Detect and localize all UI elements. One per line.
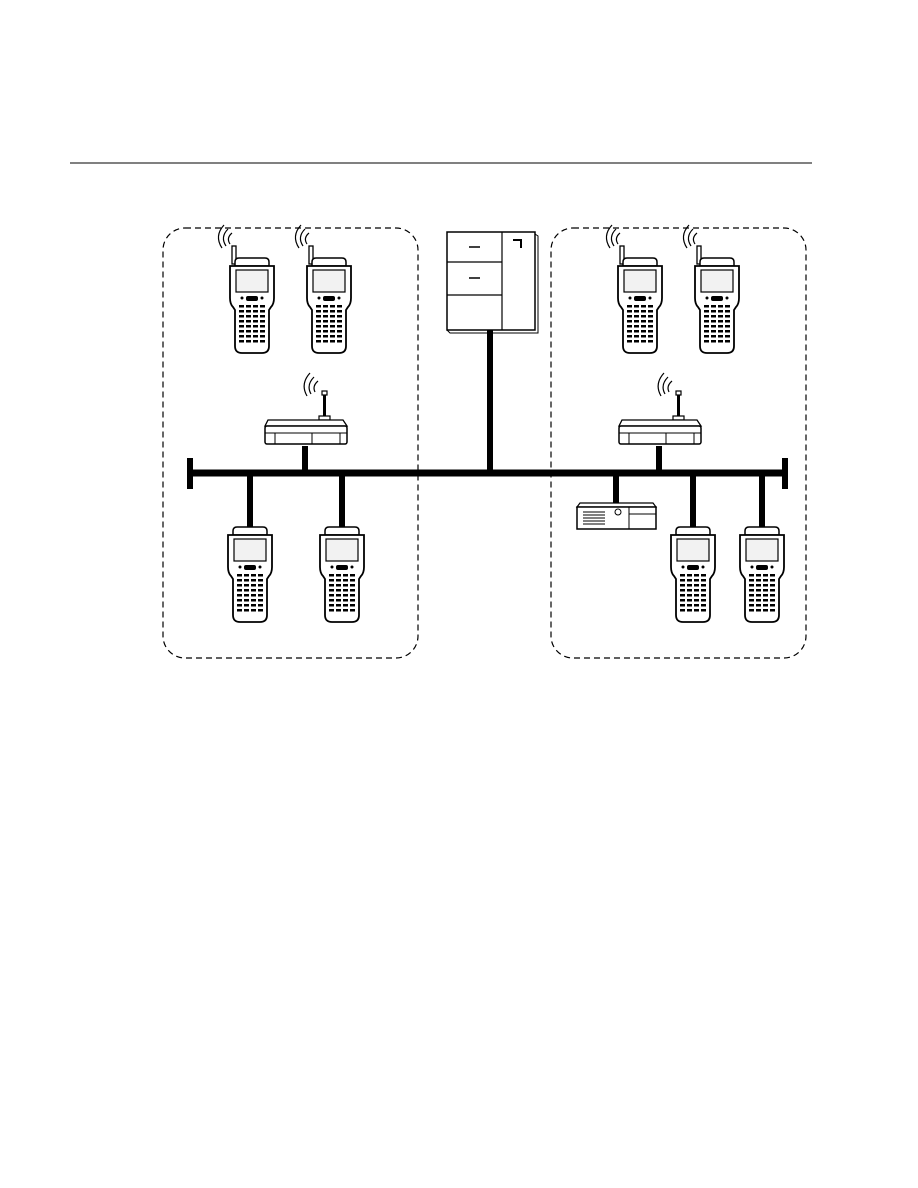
right-wired-terminal-2-icon	[740, 527, 784, 622]
desktop-server-icon	[577, 503, 656, 529]
right-wireless-terminal-1-icon	[606, 225, 662, 353]
left-wireless-terminal-1-icon	[218, 225, 274, 353]
right-wireless-terminal-2-icon	[683, 225, 739, 353]
host-computer-icon	[447, 232, 538, 333]
left-wireless-terminal-2-icon	[295, 225, 351, 353]
left-access-point-icon	[265, 373, 347, 444]
left-wired-terminal-1-icon	[228, 527, 272, 622]
left-wired-terminal-2-icon	[320, 527, 364, 622]
right-access-point-icon	[619, 373, 701, 444]
right-wired-terminal-1-icon	[671, 527, 715, 622]
